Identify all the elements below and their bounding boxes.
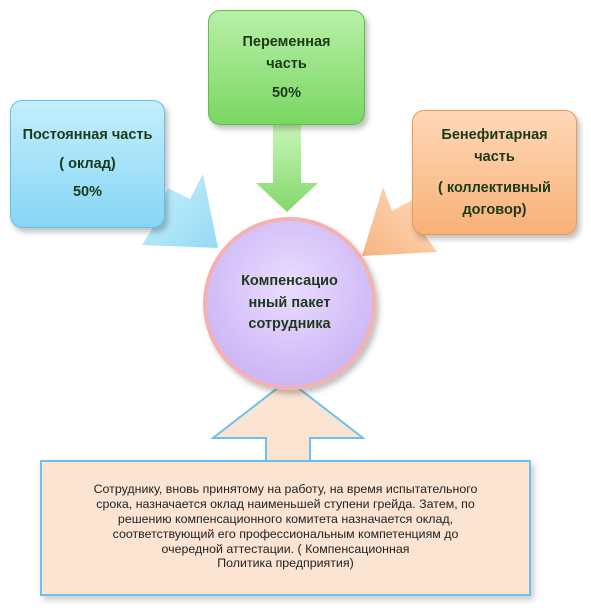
- variable-part-line2: часть: [266, 56, 307, 73]
- benefit-part-line2: часть: [474, 149, 515, 166]
- note-line5: очередной аттестации. ( Компенсационная: [161, 541, 410, 556]
- arrow-blue: [142, 174, 218, 248]
- benefit-part-line1: Бенефитарная: [441, 126, 548, 143]
- center-line3: сотрудника: [248, 316, 331, 333]
- compensation-package-circle: Компенсацио нный пакет сотрудника: [203, 217, 376, 390]
- note-box: Сотруднику, вновь принятому на работу, н…: [40, 460, 531, 596]
- center-line1: Компенсацио: [241, 272, 338, 289]
- arrow-down-green: [256, 125, 318, 212]
- fixed-part-line1: Постоянная часть: [22, 127, 153, 144]
- benefit-part-box: Бенефитарная часть ( коллективный догово…: [412, 110, 577, 235]
- arrow-orange: [362, 187, 437, 256]
- variable-part-percent: 50%: [271, 84, 302, 101]
- fixed-part-line2: ( оклад): [59, 155, 116, 172]
- benefit-part-line3: ( коллективный: [438, 179, 551, 196]
- arrow-up-note: [210, 378, 366, 467]
- center-line2: нный пакет: [248, 294, 331, 311]
- variable-part-line1: Переменная: [242, 33, 331, 50]
- note-line4: соответствующий его профессиональным ком…: [112, 526, 459, 541]
- benefit-part-line4: договор): [462, 201, 527, 218]
- variable-part-box: Переменная часть 50%: [208, 10, 365, 125]
- note-line3: решению компенсационного комитета назнач…: [117, 511, 454, 526]
- fixed-part-percent: 50%: [72, 184, 103, 201]
- fixed-part-box: Постоянная часть ( оклад) 50%: [10, 100, 165, 228]
- note-line1: Сотруднику, вновь принятому на работу, н…: [93, 482, 478, 496]
- note-line6: Политика предприятия): [217, 556, 354, 571]
- note-line2: срока, назначается оклад наименьшей ступ…: [96, 496, 475, 511]
